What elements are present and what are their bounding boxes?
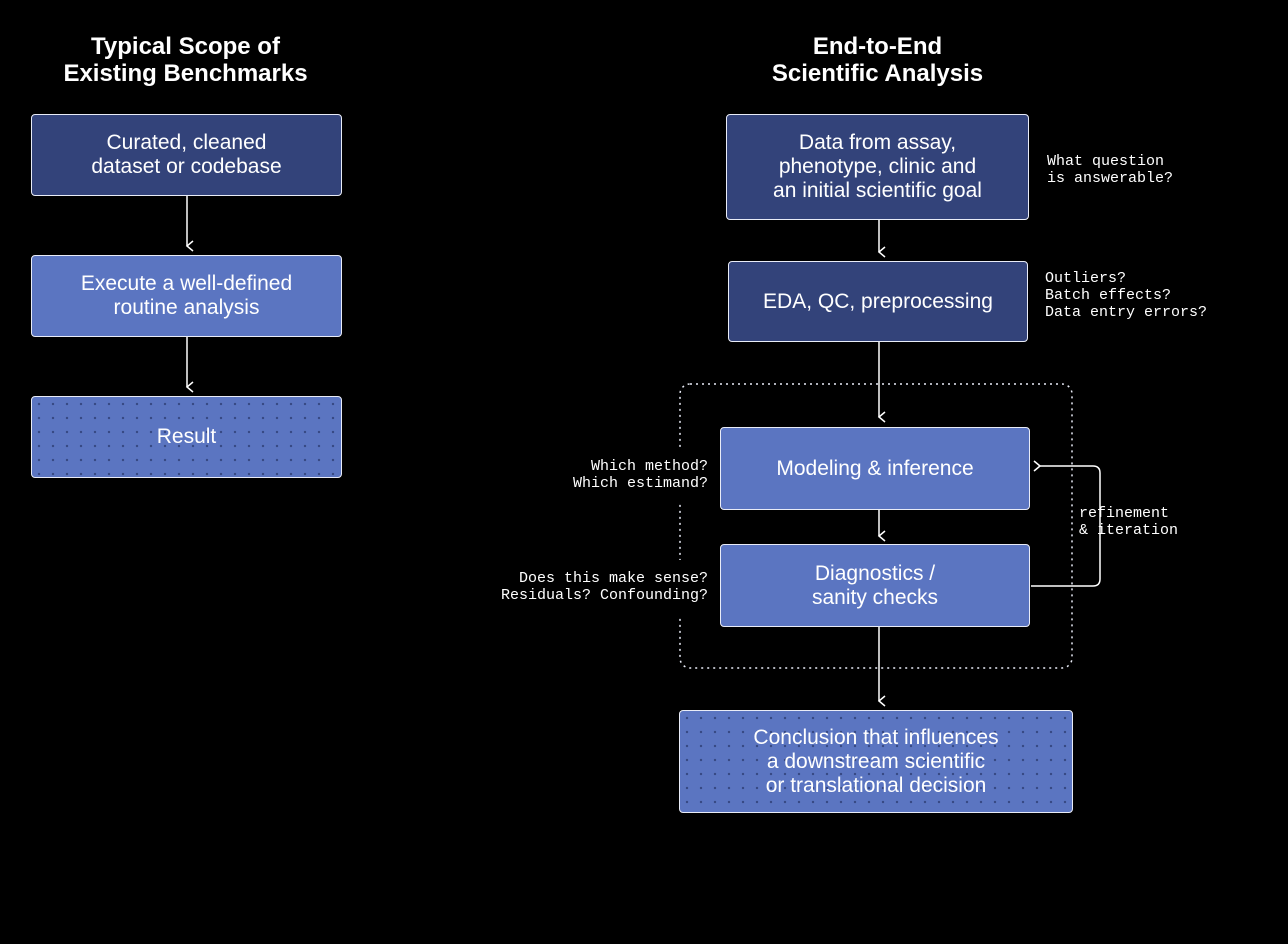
data-input-label: Data from assay, phenotype, clinic and a… [773, 131, 982, 202]
eda-note: Outliers? Batch effects? Data entry erro… [1045, 270, 1208, 321]
curated-dataset-box: Curated, cleaned dataset or codebase [31, 114, 342, 196]
eda-box: EDA, QC, preprocessing [728, 261, 1028, 342]
routine-analysis-label: Execute a well-defined routine analysis [80, 272, 293, 319]
right-title-text: End-to-End Scientific Analysis [771, 33, 984, 87]
question-note: What question is answerable? [1047, 153, 1174, 187]
sense-note: Does this make sense? Residuals? Confoun… [500, 570, 708, 604]
iteration-loop-frame [679, 383, 1073, 669]
left-title: Typical Scope of Existing Benchmarks [30, 33, 341, 87]
left-title-text: Typical Scope of Existing Benchmarks [63, 33, 308, 87]
refinement-note: refinement & iteration [1079, 505, 1179, 539]
modeling-box: Modeling & inference [720, 427, 1030, 510]
curated-dataset-label: Curated, cleaned dataset or codebase [91, 131, 282, 178]
routine-analysis-box: Execute a well-defined routine analysis [31, 255, 342, 337]
method-note: Which method? Which estimand? [572, 458, 708, 492]
data-input-box: Data from assay, phenotype, clinic and a… [726, 114, 1029, 220]
modeling-label: Modeling & inference [776, 456, 974, 480]
feedback-loop-arrow [1031, 460, 1101, 587]
eda-label: EDA, QC, preprocessing [763, 289, 993, 313]
conclusion-box: Conclusion that influences a downstream … [679, 710, 1073, 813]
diagnostics-label: Diagnostics / sanity checks [811, 561, 939, 609]
result-label: Result [156, 425, 217, 448]
conclusion-label: Conclusion that influences a downstream … [753, 725, 999, 797]
result-box: Result [31, 396, 342, 478]
right-title: End-to-End Scientific Analysis [726, 33, 1029, 87]
diagnostics-box: Diagnostics / sanity checks [720, 544, 1030, 627]
